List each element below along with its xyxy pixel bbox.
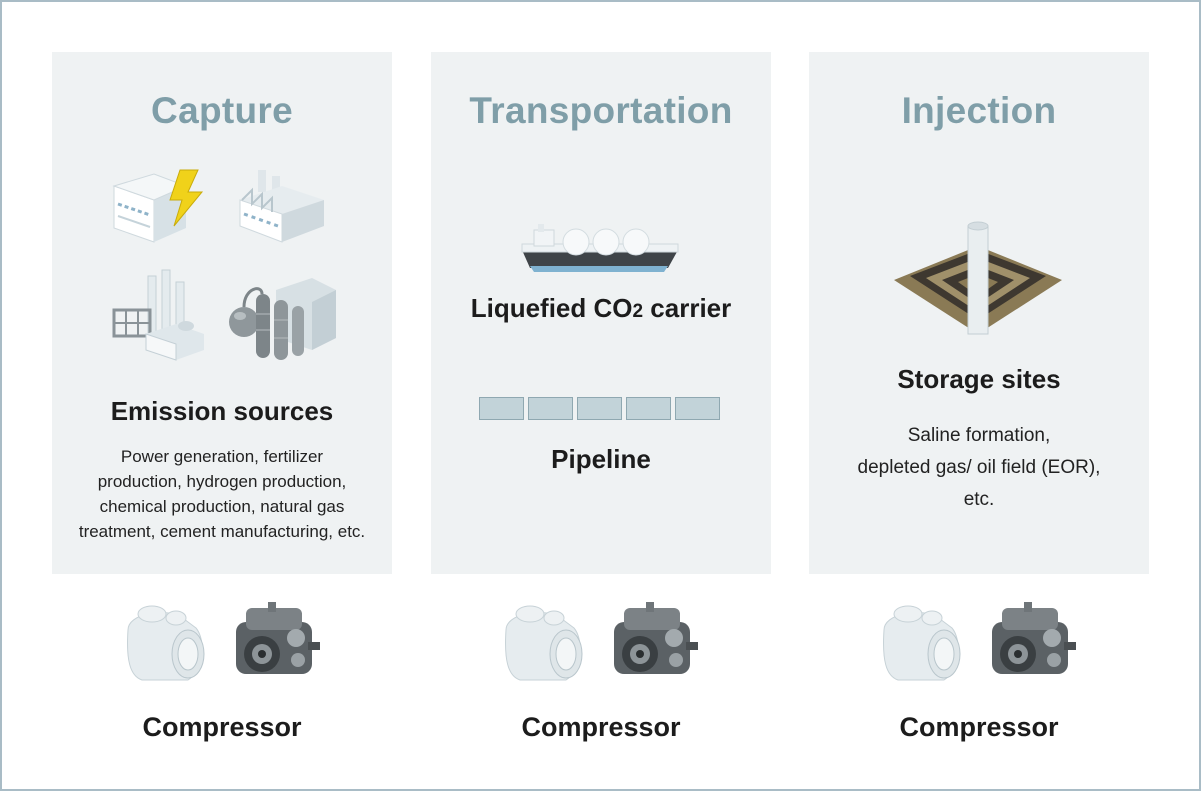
carrier-label-suffix: carrier: [643, 293, 732, 323]
transportation-panel: [431, 52, 771, 574]
description-line: treatment, cement manufacturing, etc.: [78, 522, 366, 541]
lng-carrier-ship-icon: [521, 224, 679, 272]
liquefied-co2-carrier-heading: Liquefied CO2 carrier: [431, 293, 771, 324]
transportation-title: Transportation: [469, 90, 733, 131]
pipeline-segment: [675, 397, 720, 420]
compressor-icon: [883, 605, 961, 681]
pipeline-segment: [479, 397, 524, 420]
description-line: Power generation, fertilizer: [120, 447, 324, 466]
pipeline-segment: [626, 397, 671, 420]
emission-sources-description: Power generation, fertilizer production,…: [52, 444, 392, 544]
description-line: etc.: [963, 489, 995, 510]
description-line: depleted gas/ oil field (EOR),: [857, 457, 1101, 478]
storage-well-icon: [894, 221, 1062, 335]
pipeline-icon: [479, 397, 720, 420]
capture-title: Capture: [151, 90, 293, 131]
power-plant-icon: [112, 169, 204, 243]
compressor-label: Compressor: [899, 712, 1059, 742]
pipeline-segment: [528, 397, 573, 420]
carrier-label-main: Liquefied CO: [470, 293, 633, 323]
compressor-icon: [505, 605, 583, 681]
pipeline-segment: [577, 397, 622, 420]
compressor-engine-icon: [992, 602, 1076, 674]
pipeline-heading: Pipeline: [551, 444, 651, 474]
gas-treatment-plant-icon: [229, 278, 336, 360]
emission-sources-heading: Emission sources: [110, 396, 334, 426]
injection-title: Injection: [901, 90, 1057, 131]
compressor-engine-icon: [614, 602, 698, 674]
compressor-label: Compressor: [521, 712, 681, 742]
description-line: production, hydrogen production,: [97, 472, 347, 491]
carrier-label-subscript: 2: [632, 301, 644, 322]
factory-icon: [239, 170, 324, 243]
storage-sites-description: Saline formation, depleted gas/ oil fiel…: [809, 420, 1149, 516]
description-line: chemical production, natural gas: [99, 497, 345, 516]
compressor-label: Compressor: [142, 712, 302, 742]
storage-sites-heading: Storage sites: [897, 364, 1061, 394]
compressor-icon: [127, 605, 205, 681]
compressor-engine-icon: [236, 602, 320, 674]
description-line: Saline formation,: [907, 425, 1051, 446]
chemical-plant-icon: [112, 269, 204, 361]
